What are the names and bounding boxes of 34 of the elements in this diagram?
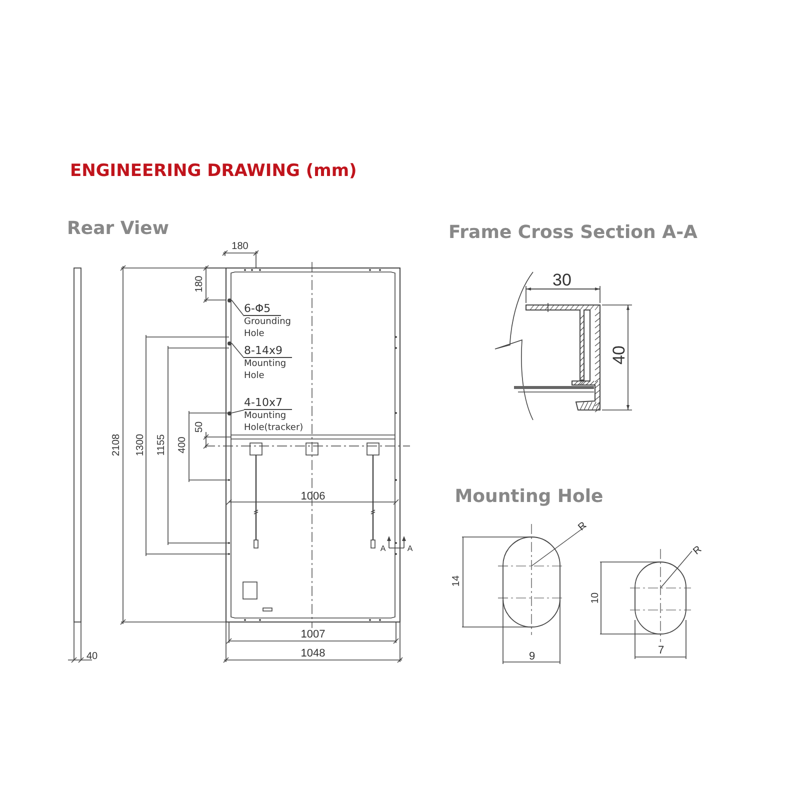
leader-line bbox=[231, 342, 244, 358]
leader-line bbox=[231, 300, 244, 316]
dimension-value: 400 bbox=[178, 436, 188, 454]
dimension-value: A bbox=[380, 545, 386, 553]
dimension-value: 2108 bbox=[112, 434, 122, 456]
dimension-value: 1155 bbox=[157, 434, 167, 456]
dimension-value: 10 bbox=[591, 592, 601, 604]
dimension-value: 1300 bbox=[136, 434, 146, 456]
dimension-value: 40 bbox=[610, 346, 628, 364]
dimension-value: 30 bbox=[552, 272, 572, 288]
callout-text: Mounting Hole bbox=[244, 358, 288, 382]
dimension-value: 40 bbox=[86, 652, 98, 662]
dimension-value: 14 bbox=[452, 575, 462, 587]
dimension-value: A bbox=[407, 545, 413, 553]
dimension-value: 180 bbox=[232, 242, 248, 252]
section-heading: Frame Cross Section A-A bbox=[448, 224, 698, 242]
callout-number: 6-Φ5 bbox=[244, 303, 281, 316]
dimension-value: R bbox=[692, 544, 704, 558]
dimension-value: 7 bbox=[658, 646, 664, 656]
callout-number: 8-14x9 bbox=[244, 345, 292, 358]
dimension-value: 1007 bbox=[300, 630, 326, 640]
section-heading: Rear View bbox=[67, 220, 169, 238]
section-heading: Mounting Hole bbox=[454, 488, 604, 506]
dimension-value: 50 bbox=[195, 421, 205, 433]
diagram-title: ENGINEERING DRAWING (mm) bbox=[70, 163, 357, 180]
callout-number: 4-10x7 bbox=[244, 397, 292, 410]
callout-text: Mounting Hole(tracker) bbox=[244, 410, 304, 434]
dimension-value: 180 bbox=[195, 276, 205, 292]
dimension-value: R bbox=[577, 520, 589, 534]
dimension-value: 9 bbox=[528, 652, 536, 662]
callout-text: Grounding Hole bbox=[244, 316, 292, 340]
dimension-value: 1006 bbox=[300, 492, 326, 502]
leader-line bbox=[231, 410, 244, 414]
dimension-value: 1048 bbox=[300, 648, 326, 660]
